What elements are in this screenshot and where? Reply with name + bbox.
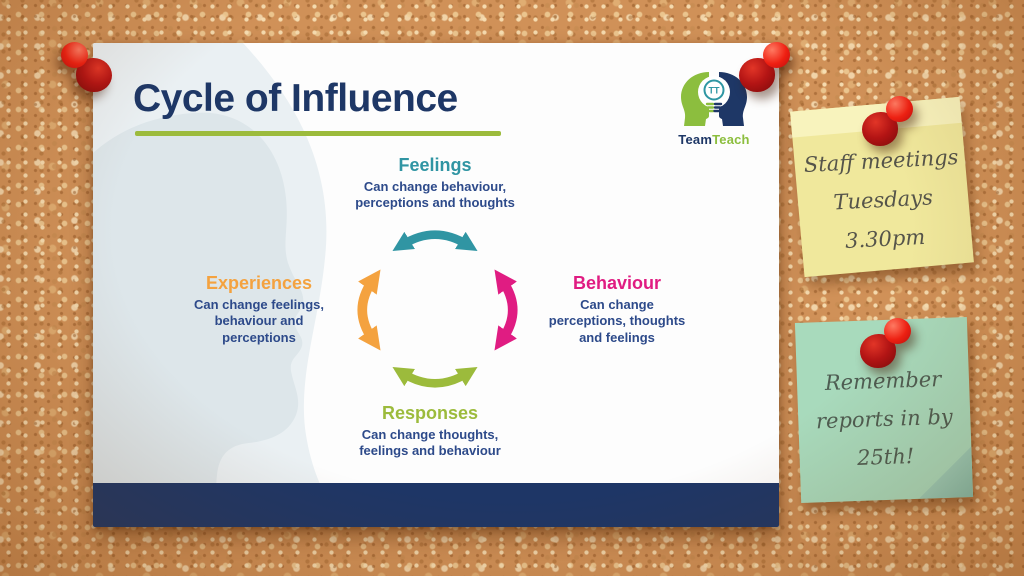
poster-title: Cycle of Influence [133, 77, 458, 120]
logo-word-team: Team [678, 132, 713, 147]
responses-heading: Responses [381, 403, 479, 423]
teamteach-logo-icon: TT [681, 72, 747, 126]
push-pin-poster-top-right [737, 40, 791, 94]
feelings-heading: Feelings [398, 155, 472, 175]
behaviour-description: Can change perceptions, thoughts and fee… [548, 297, 686, 345]
pin-ball [884, 318, 911, 344]
logo-wordmark: TeamTeach [654, 132, 774, 147]
cycle-arrow-bottom-icon [392, 366, 478, 388]
behaviour-heading: Behaviour [572, 273, 662, 293]
node-responses: Responses Can change thoughts, feelings … [320, 403, 540, 460]
teamteach-logo: TT TeamTeach [654, 69, 774, 147]
pin-ball [763, 42, 790, 68]
experiences-description: Can change feelings, behaviour and perce… [193, 297, 325, 345]
experiences-heading: Experiences [205, 273, 313, 293]
title-underline [135, 131, 501, 136]
cycle-arrow-right-icon [494, 269, 518, 351]
feelings-description: Can change behaviour, perceptions and th… [355, 179, 515, 211]
push-pin-green-note [858, 316, 912, 370]
node-feelings: Feelings Can change behaviour, perceptio… [325, 155, 545, 212]
pin-ball [886, 96, 913, 122]
responses-description: Can change thoughts, feelings and behavi… [359, 427, 501, 459]
push-pin-poster-top-left [60, 40, 114, 94]
green-note-text: Remember reports in by 25th! [815, 366, 954, 470]
logo-word-teach: Teach [712, 132, 750, 147]
cycle-arrow-top-icon [392, 230, 478, 252]
cycle-arrow-left-icon [357, 269, 381, 351]
cycle-of-influence-poster: Cycle of Influence TT TeamTeach Feelings… [93, 43, 779, 527]
push-pin-yellow-note [860, 94, 914, 148]
poster-footer-bar [93, 483, 779, 527]
node-experiences: Experiences Can change feelings, behavio… [159, 273, 359, 346]
face-profile-silhouette [93, 43, 345, 527]
pin-ball [61, 42, 88, 68]
logo-monogram: TT [709, 86, 720, 96]
node-behaviour: Behaviour Can change perceptions, though… [517, 273, 717, 346]
yellow-note-text: Staff meetings Tuesdays 3.30pm [803, 144, 959, 253]
